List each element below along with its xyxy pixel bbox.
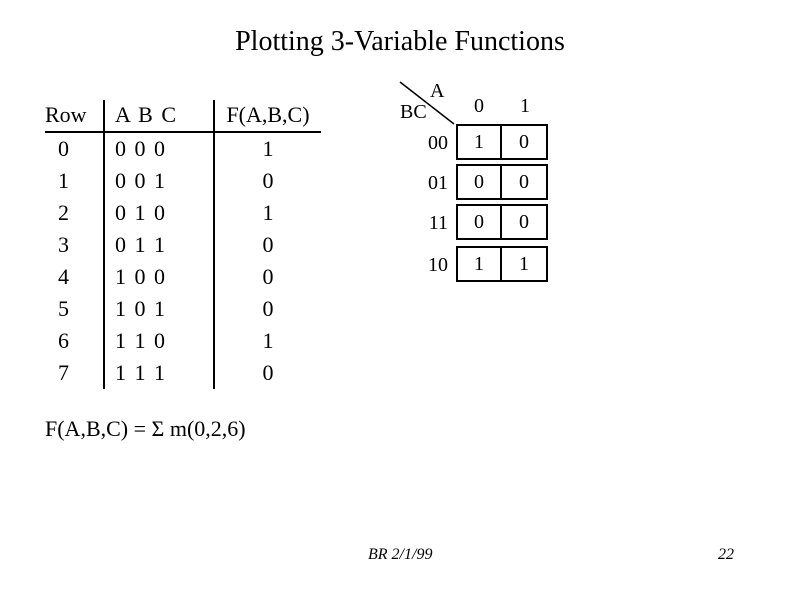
- f-value: 0: [213, 229, 321, 261]
- page-number: 22: [718, 546, 734, 563]
- f-value: 1: [213, 325, 321, 357]
- kmap-cell: 0: [502, 124, 548, 160]
- kmap-cell: 0: [456, 204, 502, 240]
- row-number: 7: [58, 360, 69, 385]
- kmap-row: 0 0: [456, 204, 548, 240]
- abc-values: 0 0 0: [103, 133, 213, 165]
- kmap-row-label: 11: [428, 212, 448, 234]
- row-number: 5: [58, 296, 69, 321]
- row-number: 2: [58, 200, 69, 225]
- kmap-cell: 0: [502, 164, 548, 200]
- f-value: 0: [213, 293, 321, 325]
- row-number: 6: [58, 328, 69, 353]
- kmap-row-variable-label: BC: [400, 101, 427, 123]
- abc-values: 1 1 0: [103, 325, 213, 357]
- row-number: 0: [58, 136, 69, 161]
- kmap-column-variable-label: A: [430, 80, 445, 102]
- abc-values: 0 0 1: [103, 165, 213, 197]
- kmap-column-label: 1: [520, 95, 530, 117]
- kmap-column-label: 0: [474, 95, 484, 117]
- kmap-row-label: 00: [428, 132, 448, 154]
- f-value: 1: [213, 197, 321, 229]
- column-header-f: F(A,B,C): [213, 100, 321, 133]
- abc-values: 0 1 0: [103, 197, 213, 229]
- karnaugh-map: A BC 0 1 00 01 11 10 1 0 0 0 0 0 1 1: [398, 80, 568, 295]
- footer-credit: BR 2/1/99: [368, 546, 433, 563]
- kmap-cell: 0: [456, 164, 502, 200]
- f-value: 0: [213, 357, 321, 389]
- kmap-cell: 0: [502, 204, 548, 240]
- column-header-row: Row: [45, 100, 103, 133]
- column-header-abc: A B C: [103, 100, 213, 133]
- abc-values: 0 1 1: [103, 229, 213, 261]
- kmap-row: 1 1: [456, 246, 548, 282]
- truth-table: Row A B C F(A,B,C) 0 0 0 0 1 1 0 0 1 0 2…: [45, 100, 321, 389]
- row-number: 3: [58, 232, 69, 257]
- kmap-row: 1 0: [456, 124, 548, 160]
- row-number: 4: [58, 264, 69, 289]
- kmap-row-label: 10: [428, 254, 448, 276]
- kmap-row-label: 01: [428, 172, 448, 194]
- page-title: Plotting 3-Variable Functions: [235, 26, 565, 57]
- abc-values: 1 0 1: [103, 293, 213, 325]
- kmap-cell: 1: [456, 246, 502, 282]
- f-value: 1: [213, 133, 321, 165]
- kmap-corner-diagonal: [399, 81, 455, 125]
- abc-values: 1 1 1: [103, 357, 213, 389]
- kmap-cell: 1: [456, 124, 502, 160]
- f-value: 0: [213, 165, 321, 197]
- kmap-row: 0 0: [456, 164, 548, 200]
- abc-values: 1 0 0: [103, 261, 213, 293]
- minterm-equation: F(A,B,C) = Σ m(0,2,6): [45, 416, 246, 441]
- row-number: 1: [58, 168, 69, 193]
- f-value: 0: [213, 261, 321, 293]
- kmap-cell: 1: [502, 246, 548, 282]
